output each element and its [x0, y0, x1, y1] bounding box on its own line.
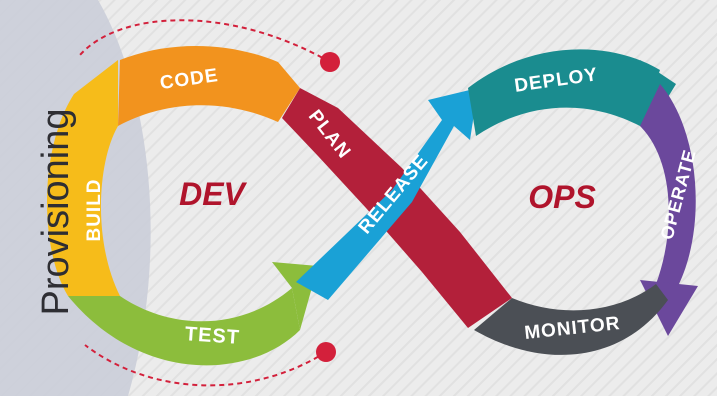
monitor-segment: [474, 284, 668, 355]
provisioning-arc: [79, 19, 331, 63]
arc-dot-bottom: [316, 342, 336, 362]
stage-label-test: TEST: [184, 323, 241, 349]
operate-segment: [640, 84, 696, 290]
code-segment: [118, 45, 300, 126]
dev-label: DEV: [179, 176, 247, 212]
test-segment: [68, 288, 300, 366]
arc-dot-top: [320, 52, 340, 72]
provisioning-label: Provisioning: [35, 109, 77, 316]
release-segment: [296, 88, 478, 300]
build-segment: [46, 60, 120, 296]
deploy-segment: [468, 49, 660, 136]
stage-label-build: BUILD: [84, 178, 105, 241]
ops-label: OPS: [528, 179, 596, 215]
provisioning-arc-bottom: [84, 344, 327, 387]
